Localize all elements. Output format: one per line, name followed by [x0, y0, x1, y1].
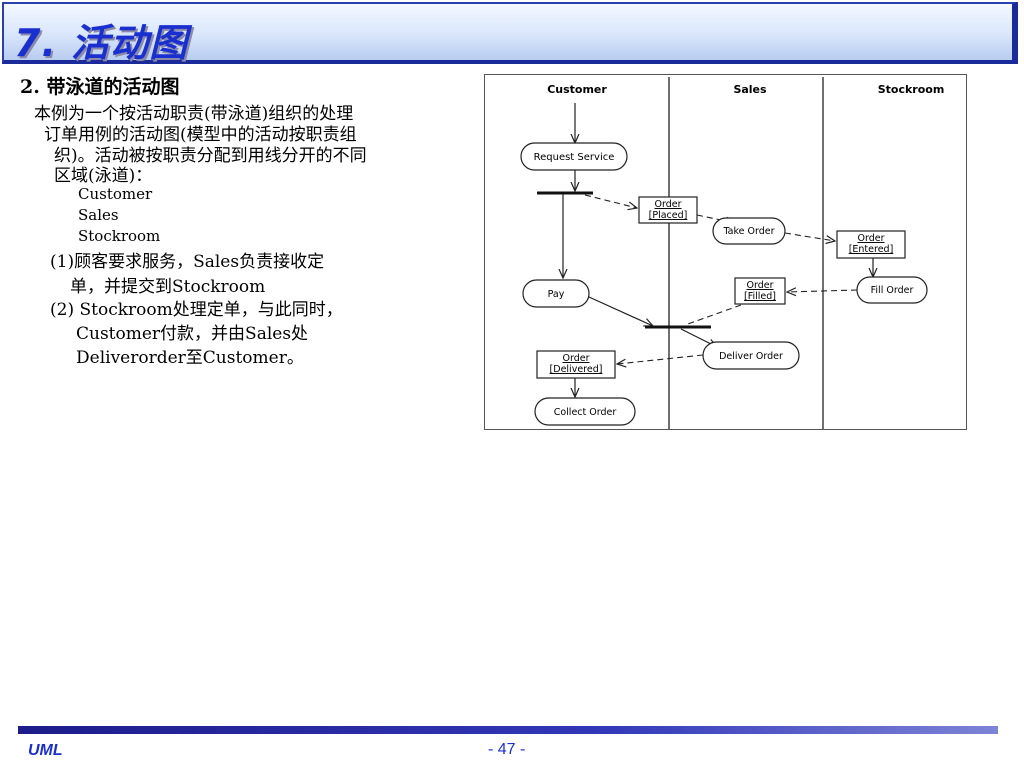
- step1-line: (1)顾客要求服务，Sales负责接收定: [50, 252, 325, 272]
- object-name: Order: [747, 280, 774, 291]
- object-flow: [784, 232, 835, 241]
- object-name: Order: [655, 199, 682, 210]
- activity-label: Pay: [548, 289, 565, 300]
- swimlane-item-sales: Sales: [78, 206, 119, 224]
- swimlane-item-stockroom: Stockroom: [78, 227, 161, 245]
- step1-line: 单，并提交到Stockroom: [70, 277, 266, 297]
- activity-label: Request Service: [534, 152, 615, 163]
- object-flow: [787, 290, 858, 292]
- paragraph-line: 订单用例的活动图(模型中的活动按职责组: [44, 125, 357, 145]
- step2-line: Customer付款，并由Sales处: [76, 324, 309, 344]
- object-flow: [584, 194, 637, 208]
- object-state: [Delivered]: [550, 364, 603, 375]
- lane-header-customer: Customer: [547, 83, 607, 96]
- section-heading: 2. 带泳道的活动图: [20, 76, 180, 98]
- activity-pay: [522, 279, 590, 308]
- object-flow: [684, 304, 742, 326]
- object-state: [Filled]: [744, 291, 776, 302]
- step2-line: (2) Stockroom处理定单，与此同时，: [50, 300, 343, 320]
- lane-header-stockroom: Stockroom: [878, 83, 945, 96]
- activity-take-order: [712, 217, 786, 245]
- object-order-filled: [734, 277, 786, 305]
- title-bar: 7. 活动图: [2, 2, 1018, 65]
- paragraph-line: 本例为一个按活动职责(带泳道)组织的处理: [34, 104, 354, 124]
- paragraph-line: 织)。活动被按职责分配到用线分开的不同: [54, 146, 367, 166]
- activity-collect-order: [534, 397, 636, 426]
- object-flow: [617, 354, 704, 364]
- activity-diagram-canvas: Customer Sales Stockroom Request Service…: [520, 77, 945, 429]
- slide-title: 7. 活动图: [14, 21, 189, 65]
- footer-label: UML: [28, 742, 63, 759]
- activity-label: Take Order: [722, 226, 774, 237]
- object-name: Order: [858, 233, 885, 244]
- activity-request-service: [520, 142, 628, 171]
- object-order-placed: [638, 196, 698, 224]
- swimlane-item-customer: Customer: [78, 185, 153, 203]
- footer-bar: [18, 726, 998, 734]
- object-order-delivered: [536, 350, 616, 379]
- page-number: - 47 -: [488, 741, 526, 758]
- activity-label: Collect Order: [554, 407, 617, 418]
- step2-line: Deliverorder至Customer。: [76, 348, 304, 368]
- object-order-entered: [836, 230, 906, 259]
- activity-diagram: Customer Sales Stockroom Request Service…: [484, 74, 967, 430]
- object-state: [Entered]: [849, 244, 894, 255]
- lane-header-sales: Sales: [733, 83, 767, 96]
- flow-arrow: [588, 296, 653, 326]
- activity-label: Fill Order: [871, 285, 914, 296]
- paragraph-line: 区域(泳道)：: [54, 166, 153, 186]
- object-state: [Placed]: [649, 210, 688, 221]
- object-name: Order: [563, 353, 590, 364]
- activity-label: Deliver Order: [719, 351, 783, 362]
